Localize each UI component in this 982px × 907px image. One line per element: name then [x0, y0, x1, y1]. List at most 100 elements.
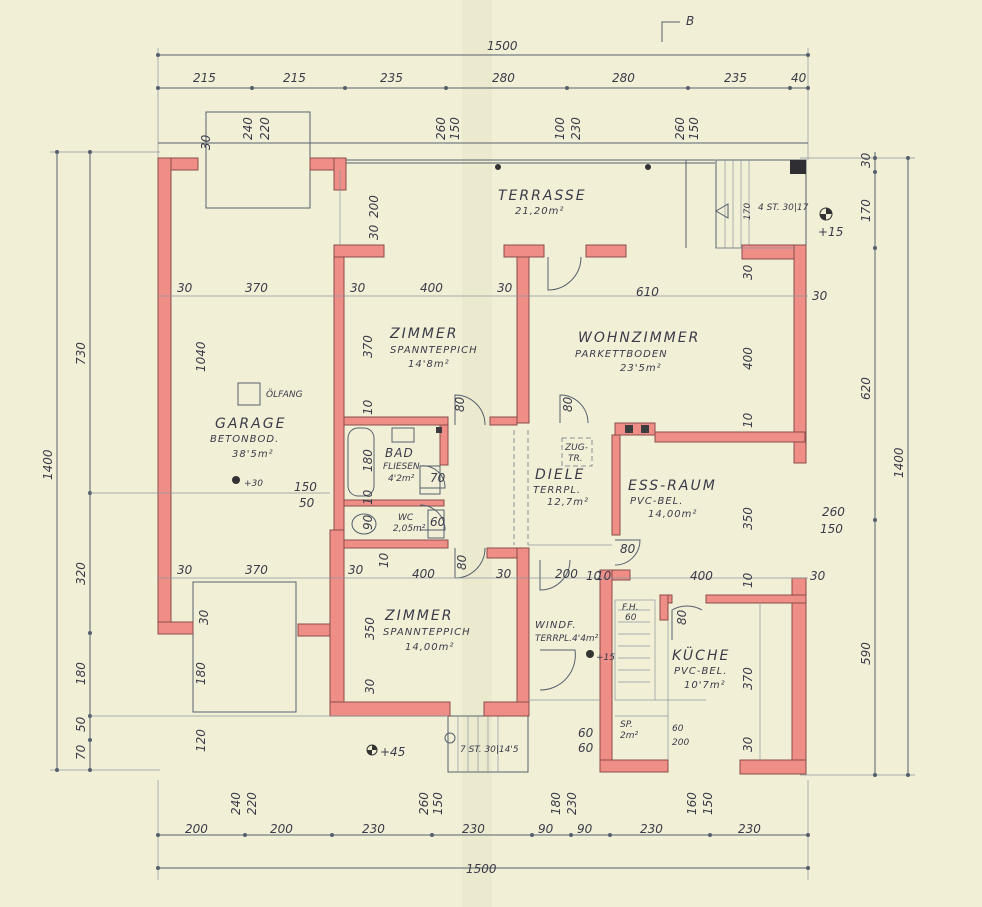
svg-text:400: 400	[420, 281, 443, 295]
svg-text:80: 80	[453, 396, 467, 412]
svg-text:SPANNTEPPICH: SPANNTEPPICH	[390, 345, 478, 356]
svg-text:200: 200	[555, 567, 578, 581]
dim-top-7: 40	[791, 71, 807, 85]
svg-text:30: 30	[363, 678, 377, 694]
paper-fold	[462, 0, 492, 907]
bot-opening-3b: 230	[565, 792, 579, 815]
svg-text:80: 80	[620, 542, 636, 556]
svg-text:80: 80	[455, 554, 469, 570]
dim-left-3: 180	[74, 662, 88, 685]
gar-30-top: 30	[199, 134, 213, 150]
dim-top-1: 215	[193, 71, 216, 85]
svg-text:30: 30	[177, 281, 193, 295]
top-opening-1a: 240	[241, 117, 255, 140]
svg-text:400: 400	[412, 567, 435, 581]
oil-trap-label: ÖLFANG	[266, 389, 303, 400]
top-opening-3a: 100	[553, 117, 567, 140]
svg-text:ZIMMER: ZIMMER	[389, 326, 458, 342]
svg-text:B: B	[686, 14, 694, 28]
svg-text:30: 30	[367, 224, 381, 240]
svg-text:370: 370	[741, 667, 755, 690]
svg-text:SPANNTEPPICH: SPANNTEPPICH	[383, 627, 471, 638]
terrace-area: TERRASSE 21,20m²	[340, 159, 715, 248]
bot-opening-3a: 180	[549, 792, 563, 815]
svg-text:180: 180	[361, 449, 375, 472]
dim-top-6: 235	[724, 71, 747, 85]
dim-right-3: 620	[859, 377, 873, 400]
svg-text:10: 10	[361, 489, 375, 505]
svg-text:150: 150	[294, 480, 317, 494]
level-outside-top: +15	[818, 225, 843, 239]
label-storage: SP. 2m²	[620, 720, 638, 741]
top-opening-2a: 260	[434, 117, 448, 140]
label-dining: ESS-RAUM PVC-BEL. 14,00m²	[628, 478, 717, 520]
svg-text:GARAGE: GARAGE	[215, 416, 286, 432]
svg-text:14'8m²: 14'8m²	[408, 359, 450, 370]
right-dimension-chain: 30 170 620 590 1400	[800, 152, 915, 777]
label-room1: ZIMMER SPANNTEPPICH 14'8m²	[389, 326, 478, 370]
svg-text:400: 400	[741, 347, 755, 370]
top-dimension-chain: 1500 215 215 235 280 280 235 40 240 220 …	[156, 39, 810, 160]
label-kitchen: KÜCHE PVC-BEL. 10'7m²	[672, 646, 730, 691]
svg-text:260: 260	[822, 505, 845, 519]
label-living: WOHNZIMMER PARKETTBODEN 23'5m²	[575, 330, 698, 374]
dim-left-4: 50	[74, 716, 88, 732]
svg-text:23'5m²: 23'5m²	[620, 363, 662, 374]
svg-text:50: 50	[299, 496, 315, 510]
stair-upper-spec: 4 ST. 30|17	[758, 203, 809, 213]
garage-level: +30	[244, 479, 263, 489]
svg-text:60: 60	[578, 741, 594, 755]
svg-text:60: 60	[578, 726, 594, 740]
svg-text:60: 60	[625, 613, 637, 623]
section-marker: B	[661, 14, 694, 42]
dim-left-inner-120: 120	[194, 729, 208, 752]
upper-exterior-stair: 170 4 ST. 30|17 +15	[715, 159, 843, 249]
svg-text:370: 370	[245, 563, 268, 577]
windfang-level: +15	[596, 653, 615, 663]
svg-text:150: 150	[820, 522, 843, 536]
bot-opening-2a: 260	[417, 792, 431, 815]
fh-label: F.H. 60	[622, 603, 639, 623]
svg-text:KÜCHE: KÜCHE	[672, 646, 730, 664]
left-dimension-chain: 1400 730 320 180 50 70 1040 180 120	[41, 150, 208, 772]
overall-height-left: 1400	[41, 449, 55, 480]
svg-text:38'5m²: 38'5m²	[232, 449, 274, 460]
label-garage: GARAGE BETONBOD. 38'5m² ÖLFANG +30	[210, 389, 303, 489]
dim-left-1: 730	[74, 342, 88, 365]
inner-dimensions: 30 370 30 370 30 150 50 30 400 30 370 10…	[90, 195, 845, 755]
svg-text:SP.: SP.	[620, 720, 633, 730]
svg-text:400: 400	[690, 569, 713, 583]
svg-text:TR.: TR.	[568, 454, 583, 464]
svg-text:ZUG-: ZUG-	[564, 443, 588, 453]
svg-text:200: 200	[672, 738, 689, 748]
svg-text:BAD: BAD	[385, 446, 414, 460]
dim-top-3: 235	[380, 71, 403, 85]
level-marker-icon	[819, 207, 833, 221]
svg-text:30: 30	[496, 567, 512, 581]
svg-text:14,00m²: 14,00m²	[648, 509, 697, 520]
svg-text:TERRPL.4'4m²: TERRPL.4'4m²	[535, 634, 599, 644]
svg-text:30: 30	[350, 281, 366, 295]
svg-text:30: 30	[348, 563, 364, 577]
svg-text:60: 60	[430, 515, 446, 529]
bot-opening-1a: 240	[229, 792, 243, 815]
svg-text:30: 30	[177, 563, 193, 577]
svg-text:PARKETTBODEN: PARKETTBODEN	[575, 349, 668, 360]
svg-text:30: 30	[812, 289, 828, 303]
dim-bot-7: 230	[640, 822, 663, 836]
svg-text:30: 30	[810, 569, 826, 583]
dim-bot-5: 90	[538, 822, 554, 836]
dim-right-4: 590	[859, 642, 873, 665]
svg-text:370: 370	[245, 281, 268, 295]
stair-upper-height: 170	[743, 203, 753, 220]
dim-bot-6: 90	[577, 822, 593, 836]
svg-text:F.H.: F.H.	[622, 603, 639, 613]
dim-right-1: 30	[859, 152, 873, 168]
garage-driveway-bottom	[192, 581, 297, 713]
svg-text:4'2m²: 4'2m²	[388, 474, 415, 484]
svg-text:ESS-RAUM: ESS-RAUM	[628, 478, 717, 494]
top-opening-2b: 150	[448, 117, 462, 140]
svg-text:14,00m²: 14,00m²	[405, 642, 454, 653]
svg-text:90: 90	[361, 514, 375, 530]
